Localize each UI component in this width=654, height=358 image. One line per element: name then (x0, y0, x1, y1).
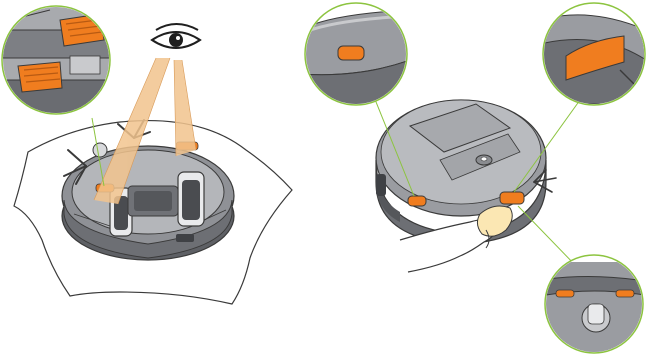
eye-icon (150, 23, 202, 49)
cleaning-cloth (476, 205, 513, 237)
zoom-callout-side-sensor (542, 2, 646, 106)
view-beams (94, 58, 196, 204)
left-panel-robot-upside-down (1, 5, 293, 305)
leader-line-top-left (371, 91, 415, 197)
top-lid (408, 103, 512, 153)
leader-line-left (91, 117, 105, 187)
caster-wheel (92, 142, 108, 158)
leader-line-top-right (513, 99, 581, 193)
zoom-callout-front-sensor (304, 2, 408, 106)
zoom-callout-brushes (1, 5, 111, 115)
right-panel-robot-side (304, 2, 646, 354)
cliff-sensor-left (407, 195, 427, 207)
leader-line-bottom (517, 205, 579, 269)
hand-cloth-icon (399, 205, 513, 273)
cliff-sensor-right (499, 191, 525, 205)
robot-top-view (375, 99, 557, 245)
zoom-callout-bottom-contacts (544, 254, 644, 354)
